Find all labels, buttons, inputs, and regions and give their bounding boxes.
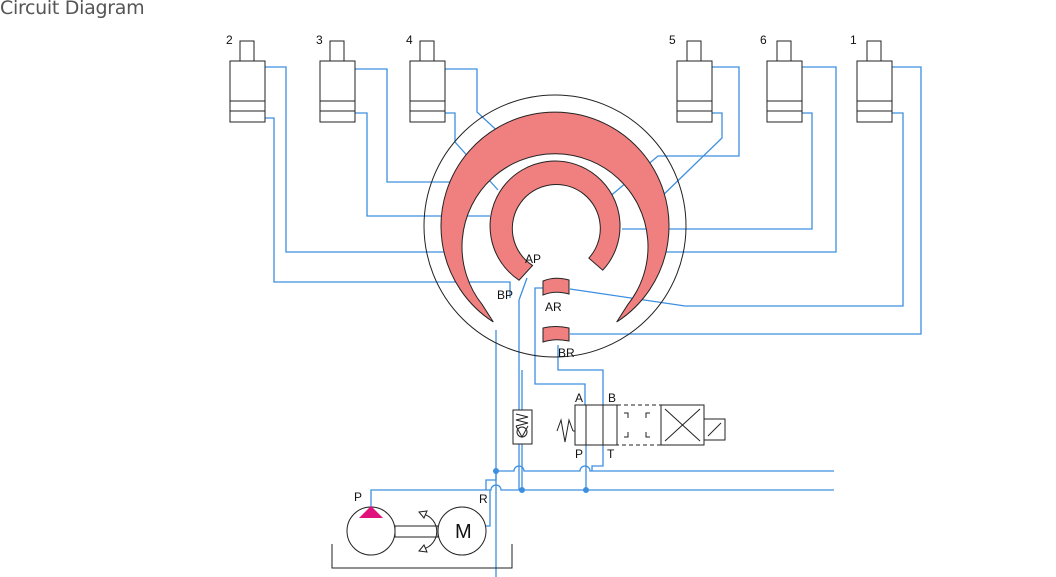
port-label-bp: BP — [497, 288, 513, 302]
line-cyl2-b — [265, 117, 511, 298]
port-label-br: BR — [558, 346, 575, 360]
valve-label-t: T — [607, 447, 615, 461]
valve-box-center — [616, 404, 662, 446]
line-ar-to-a — [534, 287, 586, 405]
pump-label-p: P — [354, 490, 362, 504]
cylinder-6 — [766, 40, 803, 123]
line-cyl3-a — [355, 68, 472, 183]
rotary-outer-circle — [423, 94, 687, 358]
cylinder-1 — [856, 40, 893, 123]
drive-shaft — [394, 525, 439, 538]
line-cyl1-b — [569, 112, 904, 307]
port-label-ar: AR — [545, 300, 562, 314]
port-label-ap: AP — [525, 252, 541, 266]
line-cyl3-b — [355, 112, 490, 217]
rotation-arrowhead-bottom-icon — [418, 544, 428, 553]
junction-dot — [519, 487, 525, 493]
rotary-outer-segment — [440, 111, 670, 323]
line-cyl6-a — [662, 66, 837, 253]
line-ap — [518, 277, 528, 490]
motor-label: M — [455, 521, 472, 543]
line-tank — [496, 465, 834, 472]
cylinder-3 — [319, 40, 356, 123]
valve-spring-icon — [556, 418, 574, 443]
cylinder-label-1: 1 — [850, 33, 857, 47]
line-cyl4-a — [445, 68, 506, 139]
valve-box-left — [574, 404, 618, 446]
valve-label-a: A — [575, 391, 583, 405]
cylinder-labels: 2 3 4 5 6 1 — [226, 33, 857, 47]
line-cyl1-a — [570, 66, 922, 335]
check-spring — [515, 413, 529, 427]
rotary-inner-segment — [489, 160, 621, 281]
cylinder-2 — [229, 40, 266, 123]
cylinder-5 — [676, 40, 713, 123]
line-cyl6-b — [622, 112, 813, 230]
cylinder-label-5: 5 — [669, 33, 676, 47]
check-seat — [515, 425, 529, 439]
line-tank-link — [485, 471, 497, 490]
rotary-distributor: AP BP AR BR — [423, 94, 687, 360]
line-junctions — [493, 468, 589, 493]
valve-labels: A B P T — [575, 391, 616, 461]
line-br-to-b — [557, 345, 604, 405]
cylinder-label-3: 3 — [316, 33, 323, 47]
page-title: Circuit Diagram — [0, 0, 145, 19]
check-valve — [512, 409, 533, 445]
line-cyl2-a — [265, 66, 447, 253]
tank-bracket — [331, 544, 513, 569]
directional-valve — [556, 404, 726, 446]
junction-dot — [493, 468, 499, 474]
line-cyl5-b — [657, 112, 723, 201]
motor-circle — [437, 506, 487, 556]
hydraulic-lines — [265, 66, 922, 577]
junction-dot — [583, 487, 589, 493]
line-valve-t — [591, 445, 604, 471]
rotation-arrow-icon — [422, 513, 438, 550]
valve-label-b: B — [608, 391, 616, 405]
cylinder-label-6: 6 — [760, 33, 767, 47]
cylinder-4 — [409, 40, 446, 123]
rotary-br-segment — [542, 326, 570, 343]
cylinders — [229, 40, 893, 123]
line-pressure — [370, 484, 834, 507]
pump-label-r: R — [479, 492, 488, 506]
valve-label-p: P — [575, 447, 583, 461]
cylinder-label-2: 2 — [226, 33, 233, 47]
rotary-ar-segment — [542, 277, 570, 296]
pump-motor-unit: M P R — [331, 490, 513, 569]
cylinder-label-4: 4 — [406, 33, 413, 47]
pump-triangle-icon — [359, 506, 383, 518]
rotation-arrowhead-top-icon — [418, 510, 428, 519]
